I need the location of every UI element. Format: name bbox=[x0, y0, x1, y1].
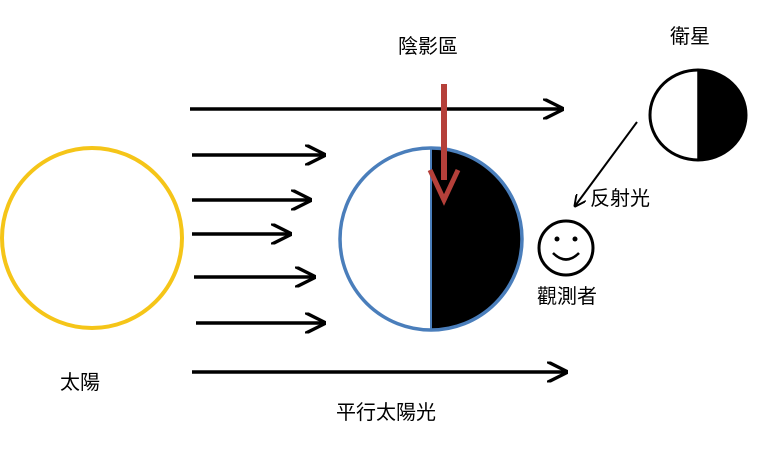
satellite-dark-half bbox=[698, 70, 746, 160]
sun-circle bbox=[0, 146, 184, 330]
parallel-sunlight-rays bbox=[190, 109, 566, 372]
smiley-face-icon bbox=[537, 219, 595, 277]
satellite-label: 衛星 bbox=[670, 24, 710, 48]
shadow-region-label: 陰影區 bbox=[398, 34, 458, 58]
satellite bbox=[648, 68, 748, 162]
shadow-region-arrow bbox=[427, 84, 461, 206]
reflected-light-label: 反射光 bbox=[590, 186, 650, 210]
observer-label: 觀測者 bbox=[537, 284, 597, 308]
earth-night-side bbox=[431, 148, 522, 330]
earth-circle bbox=[338, 146, 524, 332]
satellite-circle bbox=[648, 68, 748, 162]
sun-label: 太陽 bbox=[60, 370, 100, 394]
reflected-light-arrow bbox=[575, 121, 638, 206]
earth bbox=[338, 146, 524, 332]
parallel-sunlight-label: 平行太陽光 bbox=[336, 400, 436, 424]
